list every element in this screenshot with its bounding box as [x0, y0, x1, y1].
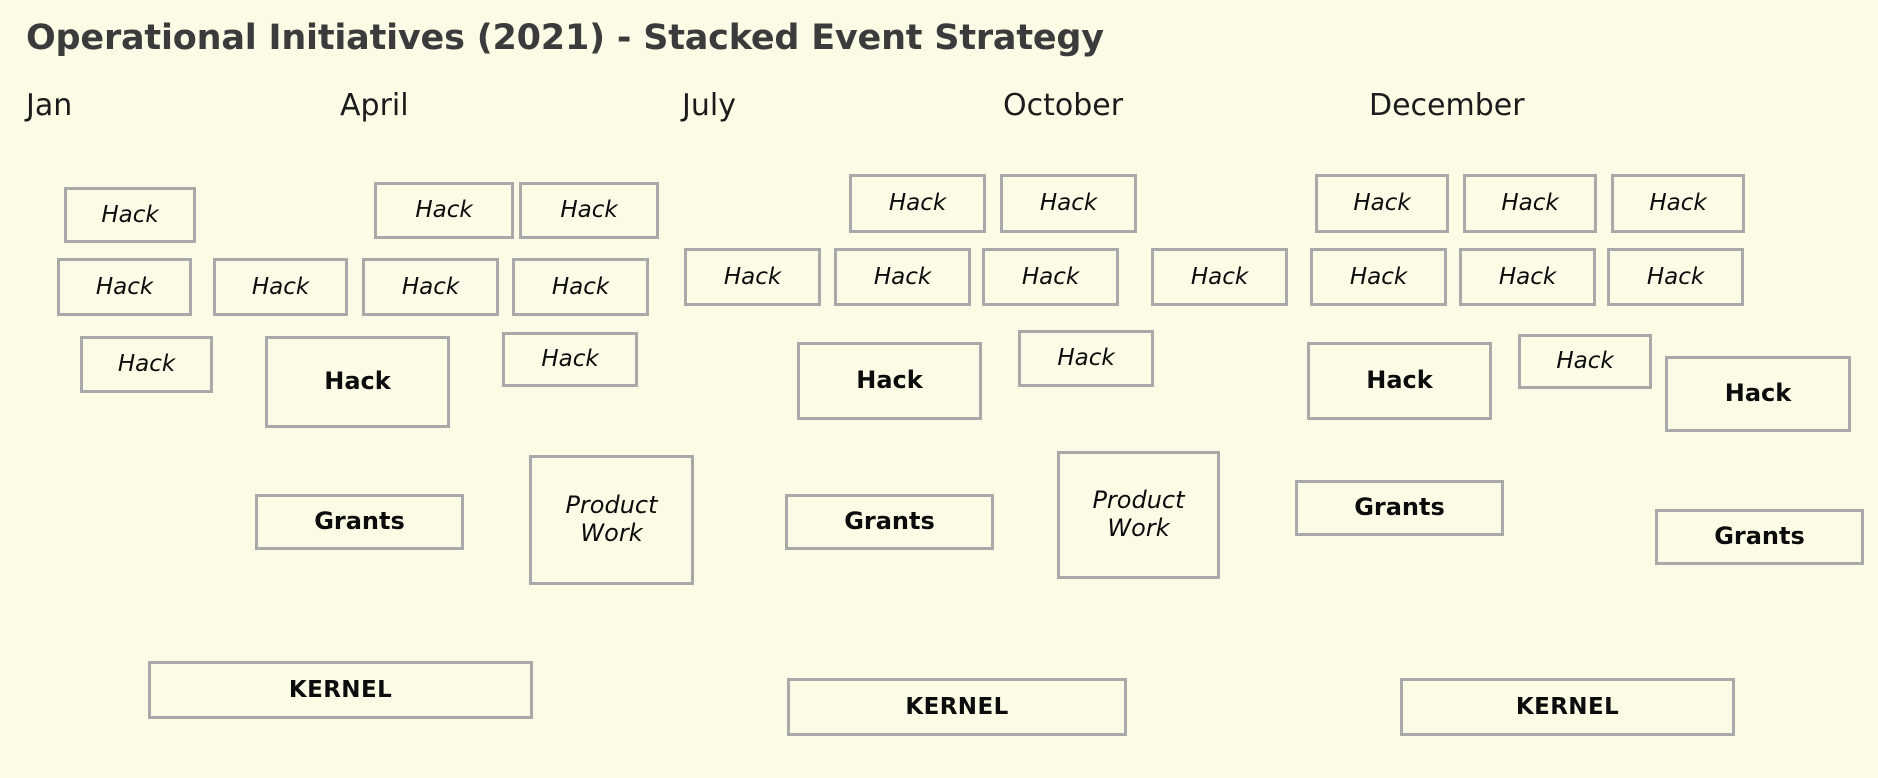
event-box-hack[interactable]: Hack — [849, 174, 986, 233]
event-box-hack[interactable]: Hack — [1463, 174, 1597, 233]
event-box-label: Hack — [888, 190, 947, 217]
event-box-label: KERNEL — [905, 693, 1009, 720]
event-box-label: Hack — [1556, 348, 1614, 375]
month-label-october: October — [1003, 88, 1124, 123]
month-label-april: April — [340, 88, 409, 123]
event-box-grants[interactable]: Grants — [785, 494, 994, 550]
event-box-label: Hack — [1501, 190, 1559, 217]
event-box-label: Hack — [1366, 366, 1433, 395]
event-box-hack[interactable]: Hack — [982, 248, 1119, 306]
event-box-hack[interactable]: Hack — [502, 332, 638, 387]
event-box-label: Hack — [117, 351, 176, 378]
event-box-label: Hack — [1646, 263, 1705, 290]
event-box-hack[interactable]: Hack — [1018, 330, 1154, 387]
event-box-label: Hack — [560, 197, 618, 224]
event-box-label: Hack — [723, 263, 782, 290]
event-box-hack[interactable]: Hack — [1665, 356, 1851, 432]
event-box-label: Hack — [1724, 379, 1792, 408]
event-box-label: Hack — [1021, 263, 1080, 290]
event-box-hack[interactable]: Hack — [1518, 334, 1652, 389]
event-box-hack[interactable]: Hack — [1459, 248, 1596, 306]
event-box-kernel[interactable]: KERNEL — [1400, 678, 1735, 736]
event-box-label: Grants — [1354, 493, 1445, 522]
event-box-label: KERNEL — [288, 676, 393, 703]
event-box-hack[interactable]: Hack — [80, 336, 213, 393]
event-box-grants[interactable]: Grants — [1655, 509, 1864, 565]
event-box-label: Hack — [856, 366, 923, 395]
event-box-kernel[interactable]: KERNEL — [787, 678, 1127, 736]
event-box-hack[interactable]: Hack — [64, 187, 196, 243]
event-box-label: Grants — [314, 507, 405, 536]
event-box-label: Grants — [1714, 522, 1805, 551]
event-box-hack[interactable]: Hack — [213, 258, 348, 316]
event-box-label: Hack — [1649, 190, 1707, 217]
event-box-hack[interactable]: Hack — [265, 336, 450, 428]
event-box-label: Hack — [873, 263, 932, 290]
event-box-grants[interactable]: Grants — [255, 494, 464, 550]
event-box-label: Hack — [324, 367, 391, 396]
event-box-hack[interactable]: Hack — [684, 248, 821, 306]
event-box-hack[interactable]: Hack — [797, 342, 982, 420]
event-box-grants[interactable]: Grants — [1295, 480, 1504, 536]
event-box-label: Hack — [401, 273, 460, 300]
event-box-label: Hack — [1190, 263, 1249, 290]
event-box-hack[interactable]: Hack — [1607, 248, 1744, 306]
event-box-label: KERNEL — [1515, 693, 1620, 720]
event-box-label: Hack — [1353, 190, 1411, 217]
event-box-hack[interactable]: Hack — [512, 258, 649, 316]
event-box-label: Hack — [95, 273, 154, 300]
event-box-label: Hack — [1349, 263, 1408, 290]
event-box-label: Hack — [1057, 345, 1115, 372]
month-label-december: December — [1369, 88, 1525, 123]
event-box-hack[interactable]: Hack — [57, 258, 192, 316]
event-box-hack[interactable]: Hack — [1307, 342, 1492, 420]
event-box-label: Hack — [251, 273, 310, 300]
event-box-label: Hack — [541, 346, 599, 373]
event-box-kernel[interactable]: KERNEL — [148, 661, 533, 719]
event-box-label: Hack — [101, 201, 159, 228]
event-box-hack[interactable]: Hack — [362, 258, 499, 316]
event-box-label: Grants — [844, 507, 935, 536]
event-box-hack[interactable]: Hack — [1000, 174, 1137, 233]
event-box-hack[interactable]: Hack — [1310, 248, 1447, 306]
event-box-hack[interactable]: Hack — [834, 248, 971, 306]
event-box-label: Hack — [415, 197, 473, 224]
month-label-jan: Jan — [26, 88, 73, 123]
event-box-hack[interactable]: Hack — [1611, 174, 1745, 233]
event-box-hack[interactable]: Hack — [1315, 174, 1449, 233]
event-box-label: Hack — [1039, 190, 1098, 217]
event-box-hack[interactable]: Hack — [1151, 248, 1288, 306]
event-box-label: Hack — [551, 273, 610, 300]
event-box-hack[interactable]: Hack — [519, 182, 659, 239]
month-label-july: July — [682, 88, 736, 123]
event-box-hack[interactable]: Hack — [374, 182, 514, 239]
page-title: Operational Initiatives (2021) - Stacked… — [26, 18, 1104, 58]
event-box-label: Hack — [1498, 263, 1557, 290]
